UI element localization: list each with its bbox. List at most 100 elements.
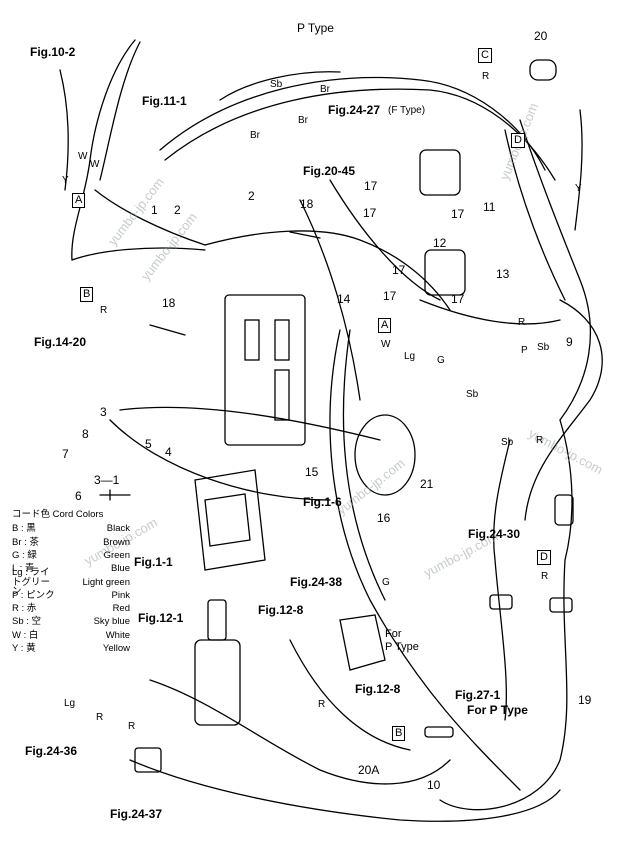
harness-wire [71,39,136,261]
part-number: 2 [248,189,255,203]
wire-code: G [382,577,390,588]
figure-ref: Fig.12-1 [138,611,184,625]
figure-ref: Fig.24-30 [468,527,521,541]
legend-code: Lg : ライトグリーン [12,567,51,598]
legend-code: R : 赤 [12,603,37,615]
wire-code: W [381,339,391,350]
part-number: 16 [377,511,391,525]
part-number: 6 [75,489,82,503]
figure-ref: Fig.10-2 [30,45,76,59]
wire-code: Sb [537,342,550,353]
connector-fig27-1b [549,597,573,613]
connector-fig27-1a [489,594,513,610]
wire-code: Y [62,175,69,186]
figure-ref: Fig.24-37 [110,807,163,821]
relay-13 [424,249,466,296]
wire-code: R [318,699,326,710]
bolt-6 [99,489,131,501]
wire-code: Y [575,183,582,194]
starter-motor [194,639,241,726]
legend-row: B : 黒 Black [12,523,130,536]
wire-code: G [437,355,445,366]
harness-wire [119,406,381,441]
legend-color-name: Red [112,603,130,615]
harness-wire [109,419,331,501]
part-number: 7 [62,447,69,461]
part-number: 8 [82,427,89,441]
connector-tag-c: C [478,48,492,63]
legend-code: Y : 黄 [12,643,36,655]
wire-code: R [482,71,490,82]
harness-wire [439,419,573,811]
legend-code: G : 緑 [12,549,37,561]
legend-code: L : 青 [12,563,35,575]
harness-wire [329,179,441,301]
part-number: 3 [100,405,107,419]
legend-color-name: Black [106,523,130,535]
legend-color-name: Pink [111,589,130,601]
part-number: 10 [427,778,441,792]
part-number: 17 [363,206,377,220]
part-number: 11 [483,200,496,214]
connector-tag-d: D [511,133,525,148]
figure-ref: Fig.24-27 [328,103,381,117]
figure-ref-note: (F Type) [388,105,426,116]
legend-code: Sb : 空 [12,616,42,628]
control-module-slot [274,369,290,421]
figure-ref: Fig.11-1 [142,94,187,108]
legend-color-name: Light green [82,576,130,588]
legend-code: P : ピンク [12,589,55,601]
legend-color-name: Green [103,549,130,561]
part-number: 21 [420,477,434,491]
connector-tag-d: D [537,550,551,565]
relay-11 [419,149,461,196]
harness-wire [204,230,451,311]
bolt-18b [289,231,321,239]
figure-ref: Fig.24-36 [25,744,78,758]
harness-wire [504,129,566,301]
connector-fig24-30 [554,494,574,526]
part-number: 18 [300,197,314,211]
bolt-18 [149,324,186,336]
connector-tag-b: B [80,287,94,302]
wire-code: Lg [404,351,416,362]
harness-wire [524,299,603,521]
harness-wire [299,199,361,401]
legend-row: P : ピンク Pink [12,589,130,602]
legend-row: G : 緑 Green [12,549,130,562]
legend-title: コード色 Cord Colors [12,509,104,520]
pulser-coil [354,414,416,496]
part-number: 14 [337,292,351,306]
harness-wire [71,247,206,261]
legend-code: B : 黒 [12,523,36,535]
legend-code: W : 白 [12,629,39,641]
figure-ref: Fig.14-20 [34,335,87,349]
part-number: 19 [578,693,592,707]
legend-color-name: White [105,629,130,641]
starter-motor-pinion [207,599,227,641]
wire-code: Sb [270,79,283,90]
harness-wire [59,69,69,191]
figure-ref: Fig.24-38 [290,575,343,589]
wire-code: W [78,151,88,162]
connector-fig24-36 [134,747,162,773]
harness-wire [493,439,511,721]
harness-wire [342,329,386,601]
legend-row: R : 赤 Red [12,602,130,615]
bracket-plate [204,493,251,547]
part-number: 20A [358,763,380,777]
figure-ref: Fig.1-1 [134,555,173,569]
connector-tag-a: A [72,193,86,208]
figure-ref: P Type [297,21,334,35]
harness-wire [519,119,591,421]
wire-code: Lg [64,698,76,709]
wire-code: R [536,435,544,446]
part-number: 5 [145,437,152,451]
